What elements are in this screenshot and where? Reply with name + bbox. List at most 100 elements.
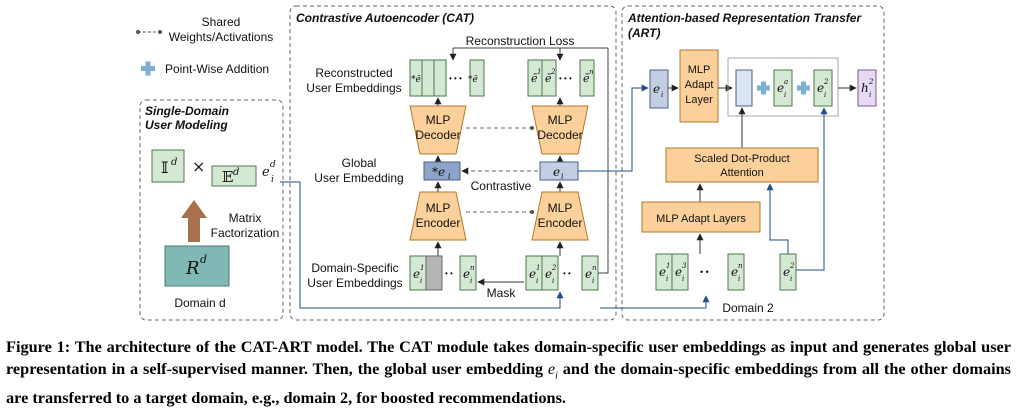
recon-loss-label: Reconstruction Loss	[466, 34, 575, 48]
domain2-e-sup: 2	[789, 262, 795, 270]
others-e1-sub: i	[666, 275, 668, 283]
recon-right-dots: • • •	[559, 74, 572, 83]
ds-left-dots: • •	[445, 269, 453, 278]
target-e-sub: i	[824, 91, 826, 99]
recon-label-line2: User Embeddings	[306, 81, 401, 95]
ds-right-dots: • •	[563, 269, 571, 278]
output-e-sup: d	[270, 160, 276, 170]
left-decoder-line2: Decoder	[415, 128, 460, 142]
plus-icon	[797, 81, 810, 95]
global-label-line2: User Embedding	[314, 171, 403, 185]
target-domain-embedding	[813, 69, 833, 107]
ds-right-e2-sup: 2	[551, 264, 557, 272]
right-encoder-line2: Encoder	[538, 216, 583, 230]
caption-part1: Figure 1: The architecture of the CAT-AR…	[6, 337, 1011, 378]
single-domain-frame	[139, 99, 284, 321]
plus-icon	[141, 61, 155, 76]
domain-d-label: Domain d	[174, 296, 225, 310]
others-en: e	[731, 265, 738, 279]
embedding-symbol: 𝔼	[222, 168, 233, 186]
art-frame	[621, 5, 885, 321]
ds-right-en: e	[585, 267, 592, 281]
attn-e: e	[777, 81, 784, 95]
others-en-sub: i	[738, 275, 740, 283]
right-decoder-line2: Decoder	[537, 128, 582, 142]
left-mlp-encoder	[409, 191, 467, 241]
ds-right-e2: e	[545, 267, 552, 281]
target-e-sup: 2	[823, 78, 829, 86]
recon-right-ebar-1: ē	[531, 72, 538, 85]
legend-shared-line1: Shared	[202, 15, 241, 29]
legend: Shared Weights/Activations Point-Wise Ad…	[136, 15, 273, 76]
ds-right-e2-sub: i	[552, 277, 554, 285]
ds-left-e1-sup: 1	[420, 264, 424, 272]
caption-var-e: e	[547, 359, 556, 378]
contrastive-label: Contrastive	[471, 179, 532, 193]
left-decoder-line1: MLP	[426, 113, 451, 127]
art-global-e: e	[653, 82, 660, 96]
art-title-line1: Attention-based Representation Transfer	[627, 11, 862, 25]
output-h-sup: 2	[868, 78, 874, 86]
recon-target-line	[598, 48, 609, 274]
target-e: e	[817, 81, 824, 95]
recon-left-dots: • • •	[449, 74, 462, 83]
recon-left-star-ebar-n: *ē	[468, 75, 478, 85]
global-label-line1: Global	[342, 156, 377, 170]
plus-icon	[757, 81, 770, 95]
legend-pointwise: Point-Wise Addition	[165, 62, 269, 76]
left-encoder-line1: MLP	[426, 201, 451, 215]
others-e3-sub: i	[682, 275, 684, 283]
single-domain-title-line1: Single-Domain	[145, 104, 229, 118]
other-domain-embeddings: • • e 1 i e 3 i e n i	[655, 253, 745, 291]
ds-label-line1: Domain-Specific	[311, 261, 398, 275]
right-mlp-decoder	[531, 105, 589, 155]
art-title-line2: (ART)	[628, 26, 660, 40]
ds-left-en-sup: n	[470, 264, 475, 272]
domain2-e: e	[783, 265, 790, 279]
recon-right-ebar-n: ē	[583, 72, 590, 85]
mlp-adapt-line3: Layer	[685, 94, 713, 106]
right-decoder-line1: MLP	[548, 113, 573, 127]
others-en-sup: n	[738, 262, 743, 270]
caption-var-i: i	[555, 370, 558, 382]
masked-embedding	[425, 255, 443, 291]
domain2-label: Domain 2	[722, 301, 774, 315]
ds-right-e1-sub: i	[536, 277, 538, 285]
cat-frame	[289, 5, 617, 321]
global-to-art-line	[578, 84, 649, 172]
left-mlp-decoder	[409, 105, 467, 155]
ds-left-e1: e	[413, 267, 420, 281]
art-section: Attention-based Representation Transfer …	[627, 11, 877, 315]
caption-part2: and the domain-specific embeddings from …	[6, 359, 1011, 408]
ds-right-e1: e	[529, 267, 536, 281]
art-global-embedding	[649, 69, 669, 109]
output-h: h	[861, 81, 869, 95]
others-e3-sup: 3	[682, 262, 687, 270]
right-encoder-line1: MLP	[548, 201, 573, 215]
sdpa-line1: Scaled Dot-Product	[694, 153, 789, 165]
global-star-e-sub: i	[448, 172, 451, 181]
rating-sup: d	[200, 253, 207, 266]
matrix-label: Matrix	[229, 211, 262, 225]
ds-label-line2: User Embeddings	[307, 276, 402, 290]
others-dots: • •	[700, 267, 709, 277]
art-global-e-sub: i	[661, 91, 663, 99]
mlp-adapt-line1: MLP	[688, 64, 711, 76]
domain2-to-sum-line	[796, 107, 828, 271]
ds-left-en-sub: i	[470, 277, 472, 285]
mlp-adapt-layers-label: MLP Adapt Layers	[656, 213, 746, 225]
embedding-matrix-box	[211, 165, 257, 187]
times-symbol: ×	[192, 157, 205, 176]
ds-left-en: e	[463, 267, 470, 281]
attention-embedding	[773, 69, 793, 107]
right-mlp-encoder	[531, 191, 589, 241]
sum-frame	[727, 57, 839, 117]
global-e-sub: i	[561, 172, 564, 181]
embedding-sup: d	[233, 167, 239, 178]
ds-right-e1-sup: 1	[536, 264, 540, 272]
ds-left-e1-sub: i	[420, 277, 422, 285]
ds-right-en-sub: i	[592, 277, 594, 285]
rating-matrix-box	[164, 245, 230, 287]
recon-left-star-ebar: *ē	[411, 75, 421, 85]
mlp-adapt-layers	[641, 201, 761, 233]
